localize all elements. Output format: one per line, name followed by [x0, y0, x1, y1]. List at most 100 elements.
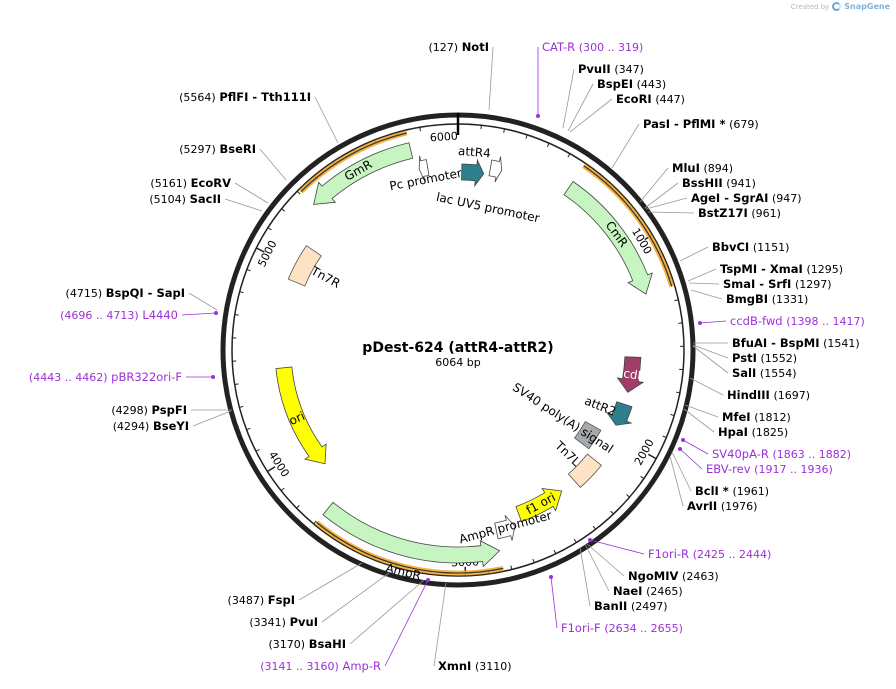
- site-bssHII[interactable]: BssHII (941): [644, 176, 756, 209]
- site-mfeI[interactable]: MfeI (1812): [684, 404, 791, 424]
- site-bfuAI[interactable]: BfuAI - BspMI (1541): [693, 336, 860, 350]
- site-leader-line: [181, 312, 217, 316]
- site-bmgBI[interactable]: BmgBI (1331): [690, 289, 808, 306]
- site-ebvRev[interactable]: EBV-rev (1917 .. 1936): [678, 447, 833, 476]
- site-fspI[interactable]: (3487) FspI: [228, 562, 363, 607]
- site-name: EcoRI: [616, 92, 652, 106]
- site-position: (3487): [228, 594, 265, 607]
- site-l4440[interactable]: (4696 .. 4713) L4440: [60, 308, 218, 322]
- feature-label: attR4: [458, 144, 492, 161]
- site-mluI[interactable]: MluI (894): [639, 161, 733, 203]
- site-sacII[interactable]: (5104) SacII: [149, 192, 263, 212]
- site-ecoRI[interactable]: EcoRI (447): [569, 92, 685, 133]
- site-leader-line: [645, 197, 688, 210]
- site-position: (1976): [721, 500, 758, 513]
- site-ngoMIV[interactable]: NgoMIV (2463): [585, 542, 719, 583]
- feature-shape[interactable]: [313, 142, 414, 205]
- site-label: BstZ17I (961): [698, 206, 781, 220]
- site-name: PspFI: [152, 403, 187, 417]
- feature-shape[interactable]: [563, 180, 653, 295]
- site-pvuII[interactable]: PvuII (347): [562, 62, 644, 129]
- tick-mark: [553, 549, 557, 554]
- site-name: EcoRV: [191, 176, 231, 190]
- site-leader-line: [584, 543, 610, 592]
- site-naeI[interactable]: NaeI (2465): [584, 543, 683, 598]
- site-f1oriF[interactable]: F1ori-F (2634 .. 2655): [549, 575, 683, 635]
- site-label: TspMI - XmaI (1295): [720, 262, 843, 276]
- site-bseRI[interactable]: (5297) BseRI: [179, 142, 287, 181]
- feature-ori[interactable]: ori: [275, 366, 327, 465]
- site-name: MluI: [672, 161, 700, 175]
- site-smaI[interactable]: SmaI - SrfI (1297): [688, 277, 832, 291]
- site-name: Amp-R: [342, 659, 381, 673]
- site-ecoRV[interactable]: (5161) EcoRV: [150, 176, 269, 204]
- feature-shape[interactable]: [418, 155, 430, 182]
- feature-shape[interactable]: [461, 158, 485, 188]
- site-sv40paR[interactable]: SV40pA-R (1863 .. 1882): [681, 438, 851, 461]
- site-position: (1151): [753, 241, 790, 254]
- site-tspMI[interactable]: TspMI - XmaI (1295): [687, 262, 843, 282]
- site-notI[interactable]: (127) NotI: [428, 40, 494, 111]
- feature-attr4[interactable]: attR4: [458, 144, 492, 188]
- feature-shape[interactable]: [515, 487, 563, 523]
- site-label: HpaI (1825): [718, 425, 788, 439]
- feature-ccdb[interactable]: ccdB: [616, 356, 647, 393]
- feature-shape[interactable]: [606, 401, 633, 426]
- site-position: (2425 .. 2444): [693, 548, 772, 561]
- tick-mark: [610, 510, 614, 515]
- site-leader-line: [699, 320, 727, 324]
- site-pbr322[interactable]: (4443 .. 4462) pBR322ori-F: [29, 370, 215, 384]
- feature-ampr-promoter[interactable]: AmpR promoter: [458, 508, 554, 546]
- site-leader-line: [684, 404, 719, 418]
- site-bspEI[interactable]: BspEI (443): [567, 77, 666, 132]
- feature-shape[interactable]: [322, 501, 501, 568]
- site-label: XmnI (3110): [438, 659, 512, 673]
- site-name: F1ori-F: [561, 621, 601, 635]
- site-f1oriR[interactable]: F1ori-R (2425 .. 2444): [588, 538, 771, 561]
- site-bbvCI[interactable]: BbvCI (1151): [679, 240, 790, 262]
- feature-shape[interactable]: [567, 453, 602, 488]
- feature-shape[interactable]: [287, 245, 322, 287]
- snapgene-logo-icon: [832, 2, 842, 11]
- feature-shape[interactable]: [494, 515, 516, 541]
- feature-tn7r[interactable]: Tn7R: [287, 245, 343, 291]
- feature-shape[interactable]: [573, 420, 602, 450]
- site-position: (4443 .. 4462): [29, 371, 108, 384]
- site-pstI[interactable]: PstI (1552): [692, 344, 797, 365]
- site-pspFI[interactable]: (4298) PspFI: [111, 403, 232, 417]
- site-name: SacII: [190, 192, 221, 206]
- feature-attr2[interactable]: attR2: [582, 394, 633, 426]
- site-banII[interactable]: BanII (2497): [579, 546, 668, 613]
- site-bstZ17I[interactable]: BstZ17I (961): [647, 206, 781, 220]
- plasmid-size: 6064 bp: [435, 356, 480, 369]
- feature-cmr[interactable]: CmR: [563, 163, 675, 295]
- site-catR[interactable]: CAT-R (300 .. 319): [536, 40, 643, 118]
- site-name: pBR322ori-F: [111, 370, 182, 384]
- site-xmnI[interactable]: XmnI (3110): [433, 582, 512, 673]
- site-salI[interactable]: SalI (1554): [692, 345, 797, 380]
- feature-shape[interactable]: [275, 366, 327, 465]
- site-hindIII[interactable]: HindIII (1697): [689, 377, 810, 402]
- site-avrII[interactable]: AvrII (1976): [669, 455, 758, 513]
- tick-mark: [546, 142, 550, 147]
- feature-shape[interactable]: [488, 156, 503, 183]
- site-name: NotI: [462, 40, 489, 54]
- site-name: BclI *: [695, 484, 729, 498]
- site-pflFI[interactable]: (5564) PflFI - Tth111I: [179, 90, 339, 144]
- site-bseYI[interactable]: (4294) BseYI: [113, 410, 232, 433]
- feature-gmr[interactable]: GmR: [299, 130, 414, 205]
- feature-ampr[interactable]: AmpR: [315, 501, 504, 583]
- site-pvuI[interactable]: (3341) PvuI: [249, 572, 390, 629]
- site-ageI[interactable]: AgeI - SgrAI (947): [645, 191, 802, 210]
- tick-mark: [246, 268, 251, 272]
- site-bspQI[interactable]: (4715) BspQI - SapI: [66, 286, 218, 311]
- feature-shape[interactable]: [616, 356, 645, 393]
- tick-mark: [246, 427, 251, 431]
- site-bclI[interactable]: BclI * (1961): [671, 451, 769, 498]
- site-hpaI[interactable]: HpaI (1825): [683, 408, 788, 439]
- site-bsaHI[interactable]: (3170) BsaHI: [268, 579, 425, 651]
- site-ccdbFwd[interactable]: ccdB-fwd (1398 .. 1417): [698, 314, 865, 328]
- site-pasI[interactable]: PasI - PflMI * (679): [611, 117, 759, 169]
- site-leader-line: [688, 282, 720, 285]
- site-ampR[interactable]: (3141 .. 3160) Amp-R: [260, 578, 430, 673]
